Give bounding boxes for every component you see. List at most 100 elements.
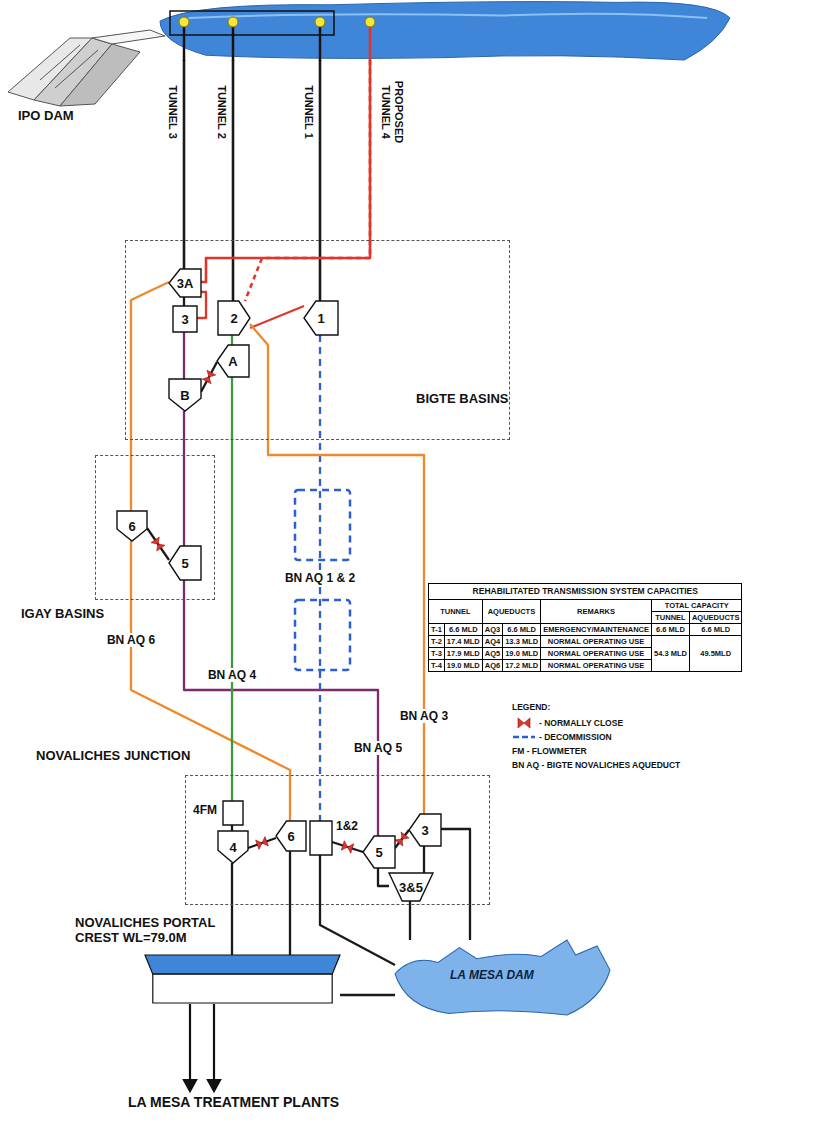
table-cell: 6.6 MLD — [689, 624, 742, 636]
table-text: T-2 — [431, 637, 442, 646]
table-text: AQ5 — [485, 649, 500, 658]
legend-text: - NORMALLY CLOSE — [539, 718, 623, 728]
edge-label: TUNNEL 2 — [215, 83, 228, 141]
table-cell: 17.4 MLD — [444, 636, 482, 648]
table-cell: 19.0 MLD — [503, 648, 541, 660]
table-text: NORMAL OPERATING USE — [548, 637, 644, 646]
structure-outline — [218, 301, 250, 335]
node-label: 3A — [177, 276, 194, 291]
legend-entry: - NORMALLY CLOSE — [512, 716, 680, 730]
junction-structure: 4 — [218, 831, 248, 863]
table-row: T-2 17.4 MLDAQ413.3 MLD NORMAL OPERATING U… — [429, 636, 742, 648]
table-text: AQ3 — [485, 625, 500, 634]
table-text: AQUEDUCTS — [692, 613, 740, 622]
aqueduct-line — [231, 825, 233, 831]
node-heading: NOVALICHES JUNCTION — [36, 748, 190, 763]
normally-closed-valve — [151, 537, 165, 551]
table-cell: T-3 — [429, 648, 445, 660]
junction-structure: 1&2 — [310, 821, 332, 855]
outflow-label: LA MESA TREATMENT PLANTS — [128, 1094, 339, 1110]
table-cell: 17.9 MLD — [444, 648, 482, 660]
basin-region: BIGTE BASINS3A321AB — [125, 240, 510, 440]
intake-dot — [365, 17, 375, 27]
junction-region: NOVALICHES JUNCTION4FM461&2533&5 — [185, 775, 490, 905]
table-header: AQUEDUCTS — [689, 612, 742, 624]
decommissioned-box — [295, 490, 350, 560]
node-label: 3 — [421, 823, 428, 838]
table-header: TUNNEL — [651, 612, 689, 624]
table-row: T-16.6 MLDAQ36.6 MLDEMERGENCY/MAINTENANC… — [429, 624, 742, 636]
aqueduct-line — [201, 60, 370, 282]
table-cell: AQ5 — [482, 648, 502, 660]
node-heading: NOVALICHES PORTAL CREST WL=79.0M — [75, 915, 225, 945]
table-text: 6.6 MLD — [656, 625, 685, 634]
edge-label: BN AQ 6 — [105, 633, 157, 647]
structure-outline — [389, 873, 433, 901]
valve-symbol — [518, 718, 530, 728]
aqueduct-line — [131, 282, 169, 511]
basin-structure: 2 — [218, 301, 250, 335]
normally-closed-valve — [341, 841, 354, 854]
structure-outline — [310, 821, 332, 855]
edge-label: BN AQ 4 — [206, 668, 258, 682]
edge-label: TUNNEL 3 — [166, 83, 179, 141]
table-text: 13.3 MLD — [505, 637, 538, 646]
aqueduct-line — [320, 855, 395, 965]
node-label: B — [180, 388, 189, 403]
basin-structure: A — [217, 345, 249, 377]
intake-dots — [179, 17, 375, 27]
node-heading: IPO DAM — [18, 108, 74, 123]
aqueduct-line — [250, 306, 304, 328]
legend-entry: FM - FLOWMETER — [512, 744, 680, 758]
intake-dot — [315, 17, 325, 27]
junction-structure: 3&5 — [389, 873, 433, 901]
treatment-plant-arrows — [184, 1004, 220, 1091]
intake-dot — [179, 17, 189, 27]
flowmeter: 4FM — [223, 801, 243, 825]
intake-riser — [183, 22, 186, 61]
dam-step — [40, 45, 80, 80]
dam-crest — [92, 30, 165, 44]
table-cell: NORMAL OPERATING USE — [541, 660, 652, 672]
portal-basin: NOVALICHES PORTAL CREST WL=79.0M — [145, 955, 340, 1003]
edge-label: BN AQ 1 & 2 — [283, 571, 357, 585]
aqueduct-line — [131, 541, 290, 821]
table-cell: AQ4 — [482, 636, 502, 648]
aqueduct-line — [340, 994, 395, 996]
structure-outline — [173, 306, 197, 332]
reservoir-water — [160, 2, 730, 60]
table-text: 17.4 MLD — [447, 637, 480, 646]
aqueduct-line — [183, 411, 185, 546]
table-text: 49.5MLD — [700, 649, 731, 658]
dam-step — [55, 50, 98, 88]
water-highlight — [189, 14, 708, 18]
normally-closed-valve — [202, 370, 216, 384]
node-label: 6 — [287, 829, 294, 844]
reservoir: IPO DAM — [160, 0, 730, 60]
valve-link — [201, 362, 217, 392]
legend-text: - DECOMMISSION — [539, 732, 612, 742]
aqueduct-line — [183, 60, 186, 269]
table-cell: 6.6 MLD — [651, 624, 689, 636]
edge-label: TUNNEL 1 — [302, 83, 315, 141]
structure-outline — [223, 801, 243, 825]
dam-spillway — [60, 44, 140, 106]
aqueduct-line — [441, 829, 470, 940]
outflow-line — [213, 1004, 215, 1082]
table-header: TUNNEL — [429, 600, 483, 624]
aqueduct-line — [423, 846, 425, 873]
aqueduct-line — [231, 335, 233, 345]
table-text: REMARKS — [577, 607, 615, 616]
table-cell: NORMAL OPERATING USE — [541, 636, 652, 648]
legend-text: FM - FLOWMETER — [512, 746, 587, 756]
legend-title: LEGEND: — [512, 700, 680, 714]
structure-outline — [304, 301, 338, 335]
basin-structure: 3 — [173, 306, 197, 332]
table-text: 54.3 MLD — [654, 649, 687, 658]
table-cell: 6.6 MLD — [444, 624, 482, 636]
aqueduct-line — [183, 297, 185, 306]
portal-water — [145, 955, 340, 974]
junction-structure: 5 — [363, 836, 395, 868]
outflow-line — [189, 1004, 191, 1082]
